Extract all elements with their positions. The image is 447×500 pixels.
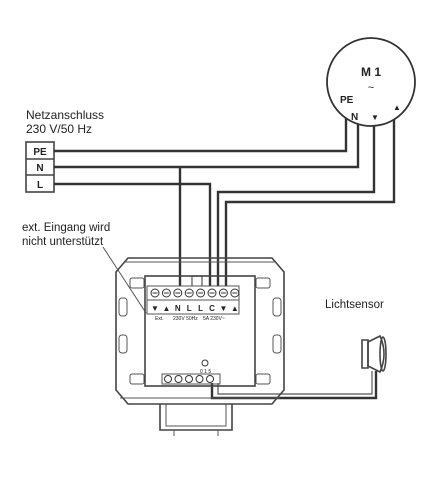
sensor-terminal-screw (195, 375, 204, 383)
sensor-socket-label: 0 1 5 (200, 369, 211, 375)
motor: M 1 ~ PE N ▼ ▲ (326, 37, 416, 127)
motor-down-symbol: ▼ (371, 113, 379, 122)
terminal-symbol: N (175, 304, 181, 313)
terminal-symbol: L (187, 304, 192, 313)
terminal-symbol: C (209, 304, 215, 313)
terminal-symbol: ▲ (231, 304, 239, 313)
wire-n-motor (54, 123, 360, 169)
wire-up (224, 113, 396, 286)
sub-label-ext: Ext. (155, 316, 164, 322)
wire-l-c-bridge (191, 275, 203, 286)
sub-label-output: 5A 230V~ (203, 316, 225, 322)
ext-note-line2: nicht unterstützt (22, 236, 104, 248)
terminal-l-label: L (37, 180, 43, 191)
motor-up-symbol: ▲ (393, 103, 401, 112)
sensor-socket-led (201, 359, 209, 367)
mains-title: Netzanschluss (26, 108, 104, 122)
wire-l (54, 182, 212, 286)
motor-name: M 1 (361, 65, 381, 79)
sensor-terminal-screw (164, 375, 172, 383)
ext-note-pointer (102, 246, 147, 314)
wire-pe (54, 118, 348, 153)
mains-terminal-block: PE N L (25, 141, 55, 193)
terminal-symbol: L (198, 304, 203, 313)
terminal-n-label: N (36, 163, 43, 174)
sensor-terminal-screw (185, 375, 193, 383)
motor-ac-symbol: ~ (368, 82, 374, 94)
terminal-pe-label: PE (33, 147, 47, 158)
wires (54, 113, 396, 400)
mounting-box (115, 257, 285, 436)
wire-sensor (210, 371, 378, 400)
sensor-terminal-screws (164, 375, 214, 383)
motor-pe-label: PE (340, 95, 354, 106)
light-sensor-label: Lichtsensor (325, 299, 384, 311)
terminal-symbol: ▼ (151, 304, 159, 313)
ext-note-line1: ext. Eingang wird (22, 222, 110, 234)
light-sensor-body (361, 339, 369, 369)
motor-n-label: N (351, 112, 358, 123)
motor-circle (326, 37, 416, 127)
sub-label-mains: 230V 50Hz (173, 316, 198, 322)
terminal-screws (150, 288, 240, 298)
light-sensor-head (367, 334, 385, 374)
light-sensor: Lichtsensor (325, 299, 387, 374)
mains-voltage: 230 V/50 Hz (26, 122, 92, 136)
wire-down (216, 120, 376, 286)
sensor-terminal-block (161, 373, 221, 385)
terminal-label-strip (146, 299, 240, 315)
light-sensor-lens (379, 336, 387, 372)
sensor-terminal-screw (206, 375, 214, 383)
terminal-symbol: ▲ (162, 304, 170, 313)
wire-sensor-2 (217, 371, 373, 395)
terminal-symbol: ▼ (219, 304, 227, 313)
sensor-terminal-screw (174, 375, 183, 383)
